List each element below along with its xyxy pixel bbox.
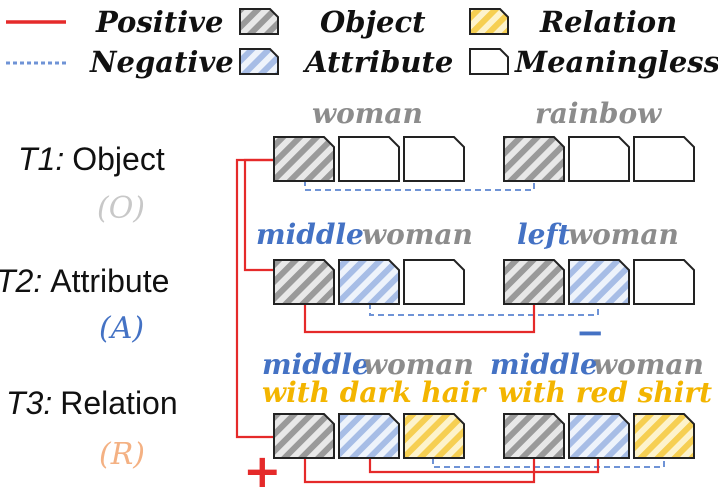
row-title-t3-prefix: T3: — [6, 385, 52, 421]
negative-connectors — [304, 180, 665, 468]
token-grid — [273, 136, 695, 459]
token-meaningless-t1-right-3 — [633, 136, 695, 182]
row-code-t1: (O) — [97, 191, 145, 226]
legend-negative-label: Negative — [89, 45, 234, 79]
caption-t2-left-object: woman — [362, 218, 473, 251]
row-title-t3-name: Relation — [60, 385, 177, 421]
legend-meaningless-label: Meaningless — [514, 45, 718, 79]
caption-t3-left-object: woman — [363, 348, 474, 381]
row-title-t3: T3:Relation (R) — [6, 385, 178, 472]
caption-t3-left-attr: middle — [262, 348, 370, 381]
positive-link-t2 — [303, 303, 536, 334]
positive-link-t3-object — [303, 458, 536, 484]
token-meaningless-t2-right-3 — [633, 259, 695, 305]
token-attribute-t2-right-2 — [568, 259, 630, 305]
token-meaningless-t1-right-2 — [568, 136, 630, 182]
caption-t2-left-attr: middle — [256, 218, 364, 251]
row-title-t1-name: Object — [72, 141, 165, 177]
caption-t3-right-attr: middle — [490, 348, 598, 381]
token-object-t1-left-1 — [273, 136, 335, 182]
token-relation-t3-left-3 — [403, 413, 465, 459]
row-title-t2-prefix: T2: — [0, 263, 42, 299]
token-relation-t3-right-3 — [633, 413, 695, 459]
negative-link-t3 — [432, 458, 665, 468]
token-attribute-t3-left-2 — [338, 413, 400, 459]
legend: Positive Negative Object Attribute Relat… — [6, 5, 718, 79]
row-code-t3: (R) — [99, 437, 145, 472]
legend-relation-swatch — [469, 8, 509, 35]
plus-marker: + — [243, 444, 282, 492]
legend-relation-label: Relation — [539, 5, 677, 39]
svg-text:T3:Relation: T3:Relation — [6, 385, 178, 421]
token-meaningless-t1-left-2 — [338, 136, 400, 182]
legend-object-swatch — [239, 8, 279, 35]
row-title-t1: T1:Object (O) — [18, 141, 165, 226]
positive-connectors — [235, 158, 600, 484]
negative-link-t1 — [304, 180, 535, 191]
token-object-t3-left-1 — [273, 413, 335, 459]
negative-link-t2 — [369, 303, 599, 316]
row-title-t2-name: Attribute — [50, 263, 169, 299]
legend-positive-label: Positive — [95, 5, 223, 39]
token-attribute-t3-right-2 — [568, 413, 630, 459]
positive-link-t1-t3 — [235, 158, 274, 439]
token-object-t1-right-1 — [503, 136, 565, 182]
token-object-t2-left-1 — [273, 259, 335, 305]
legend-attribute-label: Attribute — [302, 45, 453, 79]
minus-marker: − — [576, 313, 605, 353]
positive-link-t1-t2 — [243, 158, 274, 272]
token-object-t2-right-1 — [503, 259, 565, 305]
row-title-t2: T2:Attribute (A) — [0, 263, 169, 346]
legend-meaningless-swatch — [469, 48, 509, 75]
row-code-t2: (A) — [99, 311, 144, 346]
caption-t3-left-relation: with dark hair — [262, 376, 488, 409]
legend-attribute-swatch — [239, 48, 279, 75]
svg-text:T1:Object: T1:Object — [18, 141, 165, 177]
caption-t2-right-object: woman — [568, 218, 679, 251]
token-meaningless-t1-left-3 — [403, 136, 465, 182]
token-object-t3-right-1 — [503, 413, 565, 459]
legend-object-label: Object — [320, 5, 426, 39]
caption-t3-right-object: woman — [593, 348, 704, 381]
caption-t1-right-object: rainbow — [535, 97, 662, 130]
svg-text:T2:Attribute: T2:Attribute — [0, 263, 169, 299]
caption-t3-right-relation: with red shirt — [498, 376, 712, 409]
positive-link-t3-attribute — [368, 458, 600, 474]
token-attribute-t2-left-2 — [338, 259, 400, 305]
row-title-t1-prefix: T1: — [18, 141, 64, 177]
caption-t2-right-attr: left — [517, 218, 570, 251]
caption-t1-left-object: woman — [312, 97, 423, 130]
token-meaningless-t2-left-3 — [403, 259, 465, 305]
